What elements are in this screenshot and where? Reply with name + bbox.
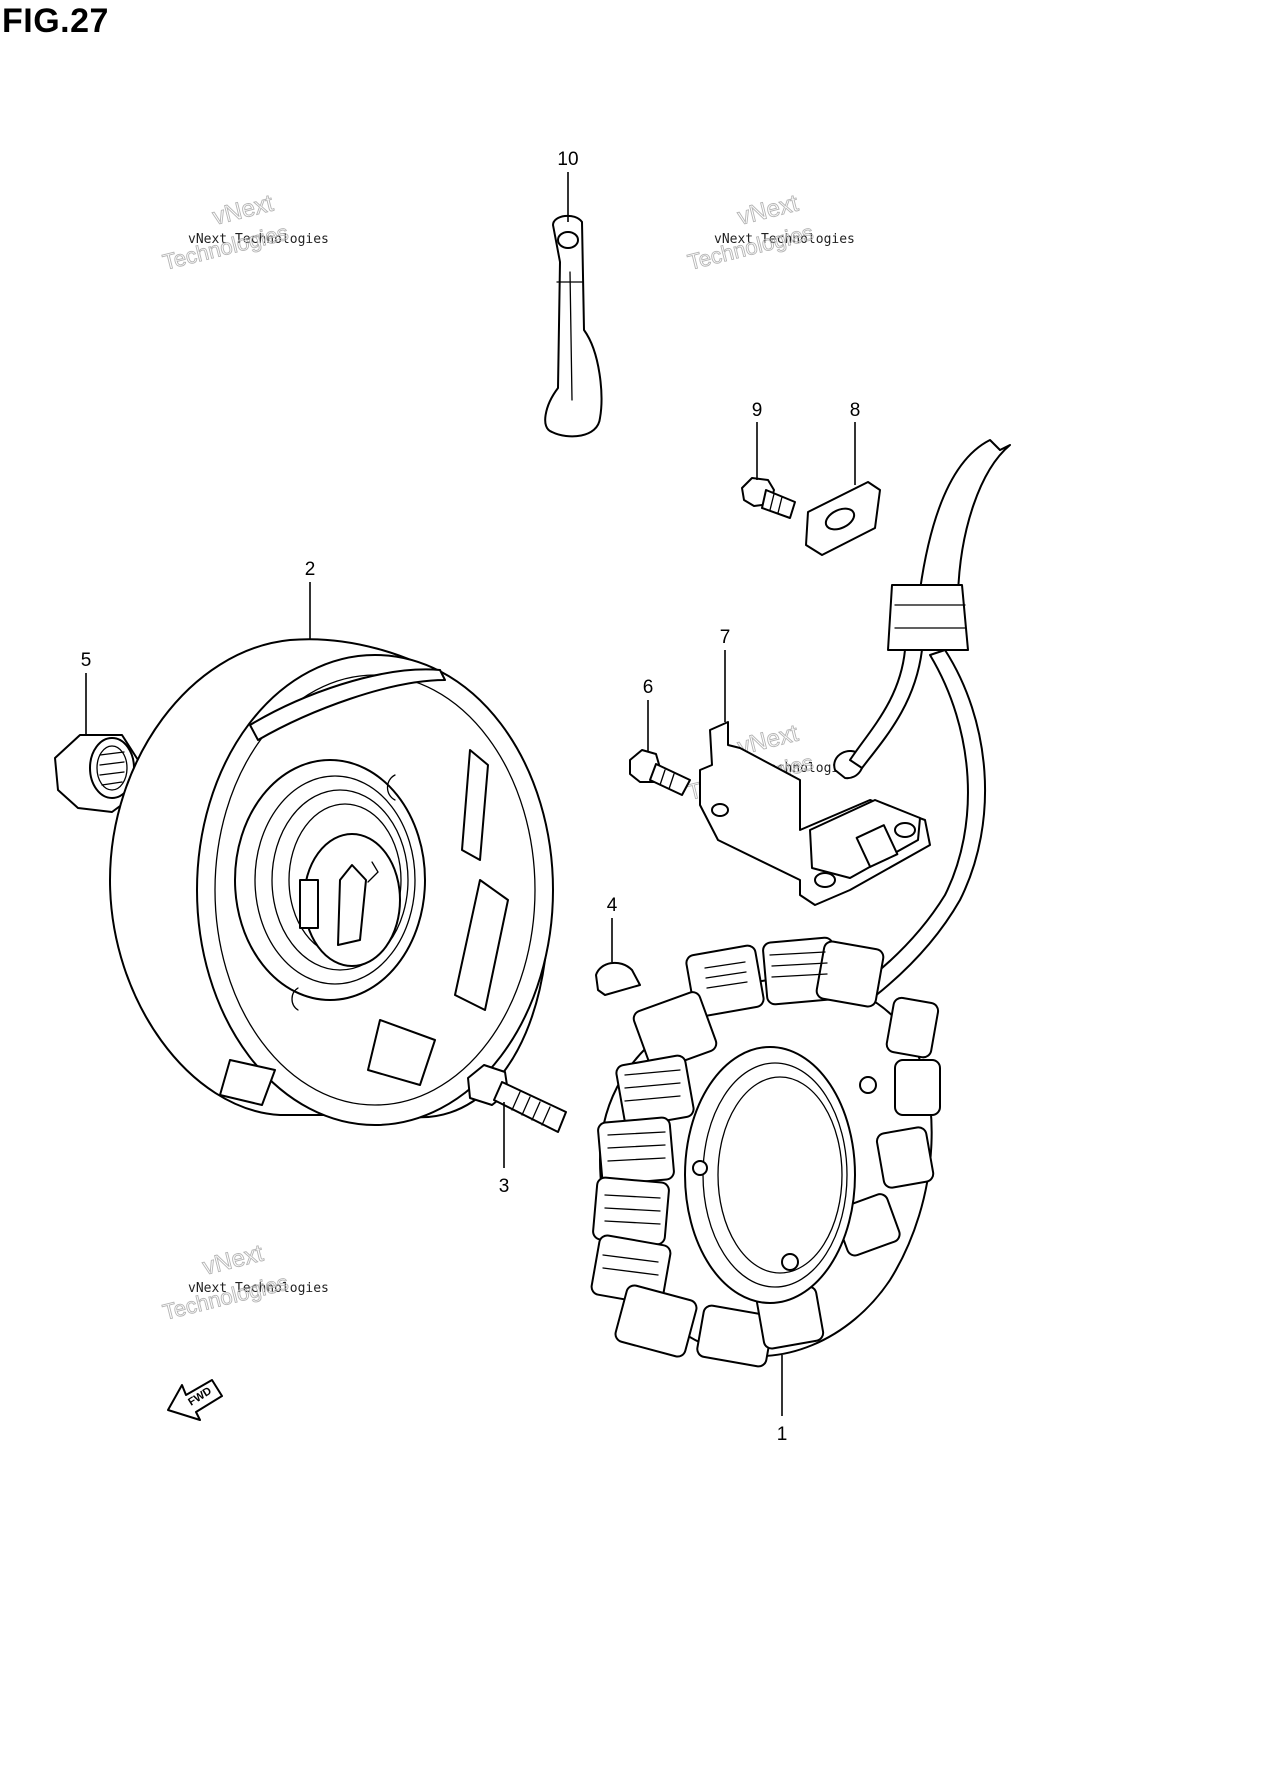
callout-6: 6	[643, 677, 654, 698]
watermark-top-right: vNext vNext Technologies Technologies	[685, 189, 855, 275]
fwd-direction-arrow: FWD	[167, 1379, 223, 1421]
callout-3: 3	[499, 1176, 510, 1197]
leader-lines	[85, 172, 856, 1416]
part-8-plate[interactable]	[805, 481, 881, 556]
watermark-line: vNext Technologies	[188, 232, 329, 247]
part-10-clamp[interactable]	[544, 214, 603, 438]
wire-harness	[779, 439, 1011, 1051]
callout-5: 5	[81, 650, 92, 671]
watermark-top-left: vNext vNext Technologies Technologies	[160, 189, 329, 275]
part-1-stator[interactable]	[590, 936, 941, 1368]
callout-4: 4	[607, 895, 618, 916]
stator-coils	[590, 936, 941, 1368]
part-5-nut[interactable]	[54, 734, 139, 813]
callout-1: 1	[777, 1424, 788, 1445]
part-3-bolt[interactable]	[467, 1064, 567, 1133]
callout-10: 10	[557, 149, 578, 170]
callout-labels: 10 9 8 7 6 4 2 5 3 1	[81, 149, 861, 1445]
callout-2: 2	[305, 559, 316, 580]
part-9-bolt[interactable]	[741, 477, 796, 519]
watermark-line: vNext Technologies	[714, 232, 855, 247]
callout-7: 7	[720, 627, 731, 648]
watermark-word-top: vNext	[200, 1240, 266, 1281]
watermark-line: vNext Technologies	[188, 1281, 329, 1296]
part-7-pickup-coil[interactable]	[699, 721, 931, 906]
part-4-key[interactable]	[595, 961, 641, 996]
callout-9: 9	[752, 400, 763, 421]
callout-8: 8	[850, 400, 861, 421]
figure-title: FIG.27	[2, 2, 109, 40]
part-6-bolt[interactable]	[629, 749, 691, 796]
part-2-rotor[interactable]	[109, 638, 554, 1126]
watermark-bottom-left: vNext vNext Technologies Technologies	[160, 1239, 329, 1325]
watermark-word-bottom: Technologies	[160, 1270, 291, 1325]
